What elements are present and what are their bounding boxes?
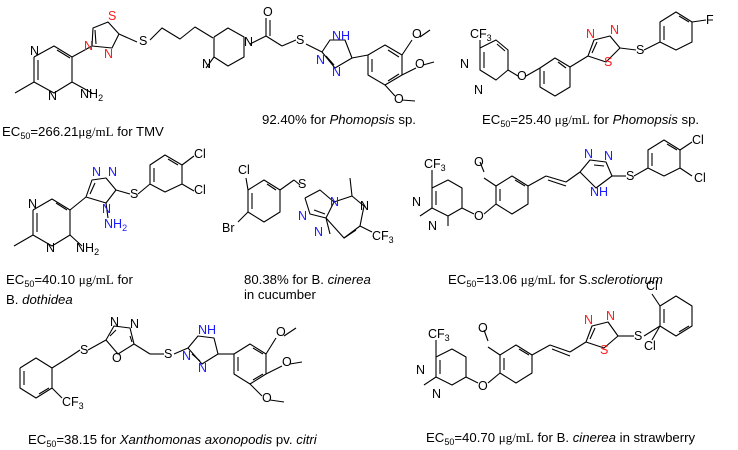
c2-nh: NH <box>332 29 351 43</box>
c4-n-pyr2: N <box>46 241 56 255</box>
c7-nh: NH <box>198 323 217 337</box>
c7-activity-caption: EC50=38.15 for Xanthomonas axonopodis pv… <box>28 432 317 449</box>
c2-s: S <box>296 33 305 47</box>
c7-n1: N <box>110 315 120 329</box>
c5-n4: N <box>360 199 370 213</box>
c7-s1: S <box>80 343 89 357</box>
c6-n2: N <box>604 149 614 163</box>
c8-cf3: CF3 <box>428 327 450 344</box>
compound-2-bonds <box>205 18 435 102</box>
c7-n-tr1: N <box>182 349 192 363</box>
c8-o: O <box>478 379 488 393</box>
c4-n2: N <box>108 165 118 179</box>
compound-4-bonds <box>13 154 195 247</box>
c5-s: S <box>298 177 307 191</box>
compound-5-bonds <box>237 177 373 239</box>
c1-n-pyr2: N <box>48 89 58 103</box>
c6-cf3: CF3 <box>424 157 446 174</box>
c6-n1: N <box>584 147 594 161</box>
c3-n1: N <box>586 27 596 41</box>
c5-cf3: CF3 <box>372 229 394 246</box>
c6-cl2: Cl <box>694 171 706 185</box>
c6-n-pyr1: N <box>412 195 422 209</box>
c8-activity-caption: EC50=40.70 μg/mL for B. cinerea in straw… <box>426 430 696 447</box>
c8-n2: N <box>606 309 616 323</box>
compound-6-bonds <box>419 139 693 226</box>
c1-s-chain: S <box>139 34 148 48</box>
c7-n2: N <box>130 317 140 331</box>
c3-activity-caption: EC50=25.40 μg/mL for Phomopsis sp. <box>482 112 700 129</box>
c1-n-pyr1: N <box>30 44 40 58</box>
c5-n2: N <box>314 225 324 239</box>
c3-n2: N <box>610 23 620 37</box>
c1-n2: N <box>104 47 114 61</box>
c4-nh2: NH2 <box>76 241 100 258</box>
c4-n3: N <box>102 202 112 216</box>
c2-n-pip2: N <box>202 57 212 71</box>
c6-cl1: Cl <box>692 133 704 147</box>
c8-n-pyr1: N <box>416 363 426 377</box>
c2-ome3: O <box>394 92 404 106</box>
c2-activity-caption: 92.40% for Phomopsis sp. <box>262 112 416 127</box>
c3-s-ring: S <box>604 55 613 69</box>
c5-activity-caption: 80.38% for B. cinerea in cucumber <box>244 272 371 302</box>
c6-activity-caption: EC50=13.06 μg/mL for S.sclerotiorum <box>448 272 663 289</box>
c8-o-me: O <box>478 321 488 335</box>
compound-1-bonds <box>14 21 214 94</box>
compound-8-bonds <box>423 293 693 386</box>
c3-cf3: CF3 <box>470 27 492 44</box>
c5-n1: N <box>298 209 308 223</box>
c4-cl2: Cl <box>194 183 206 197</box>
c5-cl: Cl <box>238 163 250 177</box>
c7-n-tr2: N <box>198 361 208 375</box>
c6-nh: NH <box>590 185 609 199</box>
c3-o: O <box>517 69 527 83</box>
c1-n1: N <box>84 39 94 53</box>
c4-s: S <box>130 187 139 201</box>
c7-s2: S <box>164 347 173 361</box>
compound-7-bonds <box>19 325 303 403</box>
c2-n-tr1: N <box>316 53 326 67</box>
c6-n-pyr2: N <box>428 219 438 233</box>
c5-n3: N <box>330 195 340 209</box>
c3-n-pyr2: N <box>474 83 484 97</box>
c7-ome2: O <box>282 355 292 369</box>
c8-s-ring: S <box>600 343 609 357</box>
c6-o: O <box>474 209 484 223</box>
c6-o-me: O <box>474 155 484 169</box>
c7-ome3: O <box>262 391 272 405</box>
c2-o-carbonyl-label: O <box>263 5 273 19</box>
c4-activity-caption: EC50=40.10 μg/mL for B. dothidea <box>6 272 133 307</box>
c8-n1: N <box>584 313 594 327</box>
c4-cl1: Cl <box>194 147 206 161</box>
c2-n-tr2: N <box>332 65 342 79</box>
c4-nh2-ring: NH2 <box>104 217 128 234</box>
c1-s-ring: S <box>108 9 117 23</box>
c2-ome1: O <box>412 27 422 41</box>
c6-s: S <box>626 169 635 183</box>
c7-o-ring: O <box>112 351 122 365</box>
c7-cf3: CF3 <box>62 395 84 412</box>
c8-s-chain: S <box>634 329 643 343</box>
c2-ome2: O <box>415 57 425 71</box>
c5-br: Br <box>222 221 235 235</box>
c7-ome1: O <box>276 325 286 339</box>
c2-n-pip1: N <box>244 35 254 49</box>
c3-f: F <box>706 13 714 27</box>
compound-3-bonds <box>479 11 707 97</box>
c3-s-chain: S <box>636 43 645 57</box>
c1-activity-caption: EC50=266.21μg/mL for TMV <box>2 124 164 141</box>
c8-cl2: Cl <box>644 339 656 353</box>
c8-cl1: Cl <box>646 279 658 293</box>
c1-nh2: NH2 <box>80 87 104 104</box>
c4-n-pyr1: N <box>28 197 38 211</box>
c3-n-pyr1: N <box>460 57 470 71</box>
c8-n-pyr2: N <box>432 387 442 401</box>
c4-n1: N <box>92 165 102 179</box>
